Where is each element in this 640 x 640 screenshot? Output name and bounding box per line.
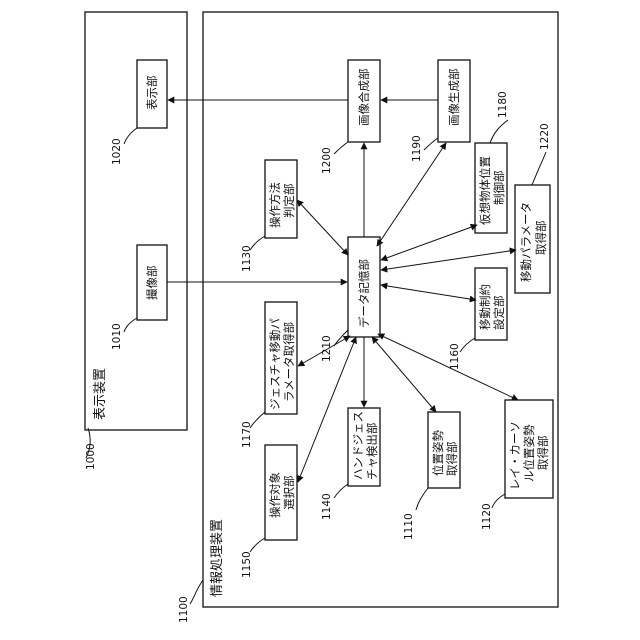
hand-gesture-ref: 1140 — [321, 493, 333, 520]
arrow-constraint-storage — [381, 285, 476, 300]
target-select-label-2: 選択部 — [282, 476, 296, 511]
image-generation-ref: 1190 — [411, 135, 423, 162]
imaging-unit-leader — [124, 318, 137, 332]
ray-cursor-ref: 1120 — [481, 503, 493, 530]
image-generation-leader — [424, 138, 438, 150]
gesture-param-label-1: ジェスチャ移動パ — [268, 318, 282, 410]
position-pose-leader — [416, 488, 428, 510]
image-composition-ref: 1200 — [321, 147, 333, 174]
info-device-title: 情報処理装置 — [210, 519, 225, 597]
data-storage-ref: 1210 — [321, 335, 333, 362]
movement-param-label-1: 移動パラメータ — [519, 202, 533, 282]
virtual-object-control-leader — [490, 120, 508, 143]
operation-method-label-2: 判定部 — [282, 184, 296, 219]
movement-param-label-2: 取得部 — [534, 221, 548, 256]
operation-method-ref: 1130 — [241, 245, 253, 272]
gesture-param-label-2: ラメータ取得部 — [282, 322, 296, 402]
image-composition-label: 画像合成部 — [357, 69, 371, 127]
info-device-ref: 1100 — [178, 596, 190, 623]
arrow-ray-cursor-storage — [378, 334, 518, 400]
movement-constraint-leader — [460, 338, 475, 352]
ray-cursor-label-2: ル位置姿勢 — [522, 424, 536, 482]
imaging-unit-ref: 1010 — [111, 323, 123, 350]
imaging-unit-label: 撮像部 — [145, 266, 159, 301]
movement-param-ref: 1220 — [539, 123, 551, 150]
image-generation-label: 画像生成部 — [447, 69, 461, 127]
hand-gesture-label-1: ハンドジェス — [351, 411, 365, 480]
gesture-param-ref: 1170 — [241, 421, 253, 448]
display-unit-ref: 1020 — [111, 138, 123, 165]
display-unit-leader — [124, 128, 137, 144]
virtual-object-control-label-2: 制御部 — [492, 171, 506, 206]
ray-cursor-leader — [492, 494, 505, 508]
data-storage-label: データ記憶部 — [357, 259, 371, 328]
movement-param-leader — [532, 152, 546, 185]
gesture-param-leader — [250, 412, 265, 428]
position-pose-label-1: 位置姿勢 — [431, 430, 445, 476]
position-pose-ref: 1110 — [403, 513, 415, 540]
target-select-ref: 1150 — [241, 551, 253, 578]
ray-cursor-label-1: レイ・カーソ — [508, 421, 522, 490]
movement-constraint-ref: 1160 — [449, 343, 461, 370]
target-select-leader — [250, 538, 265, 552]
virtual-object-control-label-1: 仮想物体位置 — [478, 156, 492, 225]
arrow-operation-method-storage — [297, 200, 348, 255]
image-composition-leader — [334, 142, 348, 154]
display-device-title: 表示装置 — [93, 368, 108, 420]
movement-constraint-label-2: 設定部 — [492, 296, 506, 331]
display-unit-label: 表示部 — [145, 76, 159, 111]
display-device-frame — [85, 12, 187, 430]
virtual-object-control-ref: 1180 — [497, 91, 509, 118]
ray-cursor-label-3: 取得部 — [536, 436, 550, 471]
hand-gesture-label-2: チャ検出部 — [365, 423, 379, 480]
arrow-position-pose-storage — [372, 337, 436, 412]
operation-method-label-1: 操作方法 — [268, 182, 282, 228]
target-select-label-1: 操作対象 — [268, 472, 282, 518]
position-pose-label-2: 取得部 — [445, 442, 459, 477]
hand-gesture-leader — [334, 484, 348, 498]
arrow-virtual-control-storage — [381, 225, 477, 260]
info-device-leader — [190, 580, 203, 604]
movement-constraint-label-1: 移動制約 — [478, 284, 492, 330]
